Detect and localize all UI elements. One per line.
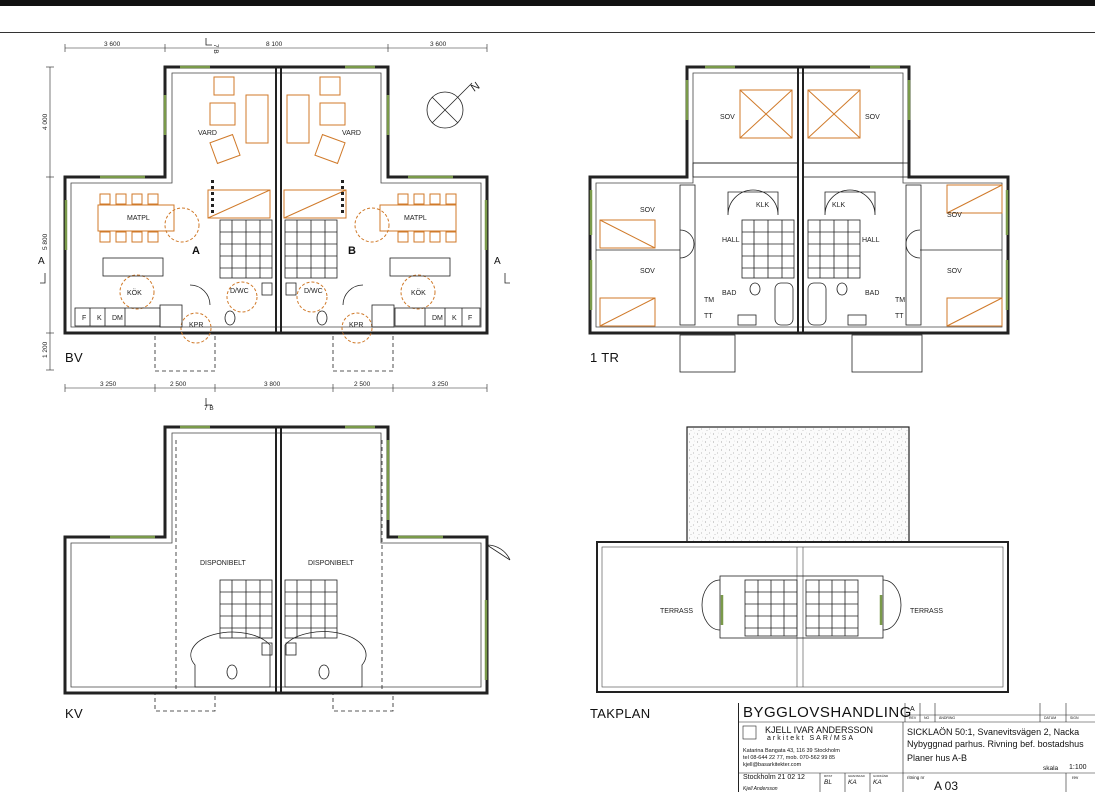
dim-bottom-1: 3 250 xyxy=(100,381,117,388)
room-vard-a: VARD xyxy=(198,130,217,137)
appliance-tm-a: TM xyxy=(704,297,714,304)
unit-b-label: B xyxy=(348,245,356,257)
plan-label-takplan: TAKPLAN xyxy=(590,706,651,721)
tb-drawn-label: RITAT xyxy=(824,774,833,778)
tb-approved: KA xyxy=(873,779,882,786)
tb-rev-h-rev: REV xyxy=(909,716,917,720)
plan-takplan: TERRASS TERRASS xyxy=(596,426,1009,693)
appliance-k-a: K xyxy=(97,315,102,322)
tb-drawn: BL xyxy=(824,779,832,786)
dim-left-2: 5 800 xyxy=(42,233,49,250)
dim-bottom-5: 3 250 xyxy=(432,381,449,388)
tb-scale: 1:100 xyxy=(1069,764,1087,771)
room-klk-b: KLK xyxy=(832,202,846,209)
tb-approved-label: GODKÄND xyxy=(873,774,889,778)
appliance-f-b: F xyxy=(468,315,472,322)
tb-drawing-no-label: ritning nr xyxy=(907,775,925,780)
room-sov-4: SOV xyxy=(640,268,655,275)
tb-rev-h-no: NO xyxy=(924,716,930,720)
room-sov-1: SOV xyxy=(720,114,735,121)
room-sov-5: SOV xyxy=(947,212,962,219)
tb-scale-label: skala xyxy=(1043,765,1059,772)
room-dwc-a: D/WC xyxy=(230,288,249,295)
room-matpl-a: MATPL xyxy=(127,215,150,222)
unit-a-label: A xyxy=(192,245,200,257)
sheet-frame-line xyxy=(0,32,1095,33)
appliance-tt-b: TT xyxy=(895,313,904,320)
tb-checked-label: GRANSKAD xyxy=(848,774,865,778)
tb-drawing-no: A 03 xyxy=(934,779,959,793)
sheet-top-border xyxy=(0,0,1095,6)
tb-checked: KA xyxy=(848,779,857,786)
tb-rev-h-sign: SIGN xyxy=(1070,716,1079,720)
plan-label-bv: BV xyxy=(65,350,83,365)
dim-top-2: 8 100 xyxy=(266,41,283,48)
section-a-left: A xyxy=(38,256,45,267)
room-hall-b: HALL xyxy=(862,237,880,244)
tb-signature: Kjell Andersson xyxy=(743,786,778,792)
tb-email: kjell@basarkitekter.com xyxy=(743,762,802,768)
tb-rev-h-andring: ÄNDRING xyxy=(939,716,956,720)
appliance-k-b: K xyxy=(452,315,457,322)
plan-1tr: SOV SOV SOV SOV SOV SOV KLK KLK HALL HAL… xyxy=(588,65,1010,373)
dim-left-3: 1 200 xyxy=(42,341,49,358)
tb-project: SICKLAÖN 50:1, Svanevitsvägen 2, Nacka xyxy=(907,727,1080,737)
roof-terrass-a: TERRASS xyxy=(660,608,693,615)
room-disponibelt-b: DISPONIBELT xyxy=(308,560,354,567)
dim-top-1: 3 600 xyxy=(104,41,121,48)
tb-phone: tel 08-644 22 77, mob. 070-562 99 85 xyxy=(743,755,836,761)
plan-label-1tr: 1 TR xyxy=(590,350,620,365)
tb-address: Katarina Bangata 43, 116 39 Stockholm xyxy=(743,748,840,754)
north-label: N xyxy=(469,80,482,94)
room-dwc-b: D/WC xyxy=(304,288,323,295)
tb-heading: BYGGLOVSHANDLING xyxy=(743,704,912,721)
room-kpr-a: KPR xyxy=(189,322,203,329)
title-block: BYGGLOVSHANDLING A REV NO ÄNDRING DATUM … xyxy=(738,703,1095,793)
appliance-dm-b: DM xyxy=(432,315,443,322)
tb-architect-name: KJELL IVAR ANDERSSON xyxy=(765,725,874,735)
dim-left-1: 4 000 xyxy=(42,113,49,130)
plan-label-kv: KV xyxy=(65,706,83,721)
plan-bv: VARD VARD MATPL MATPL KÖK KÖK D/WC D/WC … xyxy=(38,38,510,412)
tb-description: Nybyggnad parhus. Rivning bef. bostadshu… xyxy=(907,739,1084,749)
room-kok-b: KÖK xyxy=(411,289,426,297)
roof-terrass-b: TERRASS xyxy=(910,608,943,615)
section-a-right: A xyxy=(494,256,501,267)
tb-drawing-title: Planer hus A-B xyxy=(907,753,968,763)
room-sov-2: SOV xyxy=(865,114,880,121)
plan-kv: DISPONIBELT DISPONIBELT xyxy=(63,425,511,712)
appliance-f-a: F xyxy=(82,315,86,322)
tb-rev-label: rev xyxy=(1072,775,1079,780)
tb-rev-h-datum: DATUM xyxy=(1044,716,1057,720)
room-kok-a: KÖK xyxy=(127,289,142,297)
room-kpr-b: KPR xyxy=(349,322,363,329)
north-arrow-icon xyxy=(426,82,473,129)
room-sov-3: SOV xyxy=(640,207,655,214)
dim-bottom-3: 3 800 xyxy=(264,381,281,388)
room-vard-b: VARD xyxy=(342,130,361,137)
dim-bottom-4: 2 500 xyxy=(354,381,371,388)
room-bad-b: BAD xyxy=(865,290,879,297)
dim-bottom-2: 2 500 xyxy=(170,381,187,388)
appliance-tm-b: TM xyxy=(895,297,905,304)
room-matpl-b: MATPL xyxy=(404,215,427,222)
appliance-dm-a: DM xyxy=(112,315,123,322)
tb-architect-sub: arkitekt SAR/MSA xyxy=(767,735,856,742)
room-sov-6: SOV xyxy=(947,268,962,275)
tb-rev-marker: A xyxy=(910,706,915,713)
title-block-grid xyxy=(738,703,1095,792)
tb-place-date: Stockholm 21 02 12 xyxy=(743,774,805,781)
room-klk-a: KLK xyxy=(756,202,770,209)
appliance-tt-a: TT xyxy=(704,313,713,320)
section-marker-top: 7 B xyxy=(212,44,219,54)
room-disponibelt-a: DISPONIBELT xyxy=(200,560,246,567)
dim-top-3: 3 600 xyxy=(430,41,447,48)
section-marker-bottom: 7 B xyxy=(204,405,214,412)
room-hall-a: HALL xyxy=(722,237,740,244)
room-bad-a: BAD xyxy=(722,290,736,297)
